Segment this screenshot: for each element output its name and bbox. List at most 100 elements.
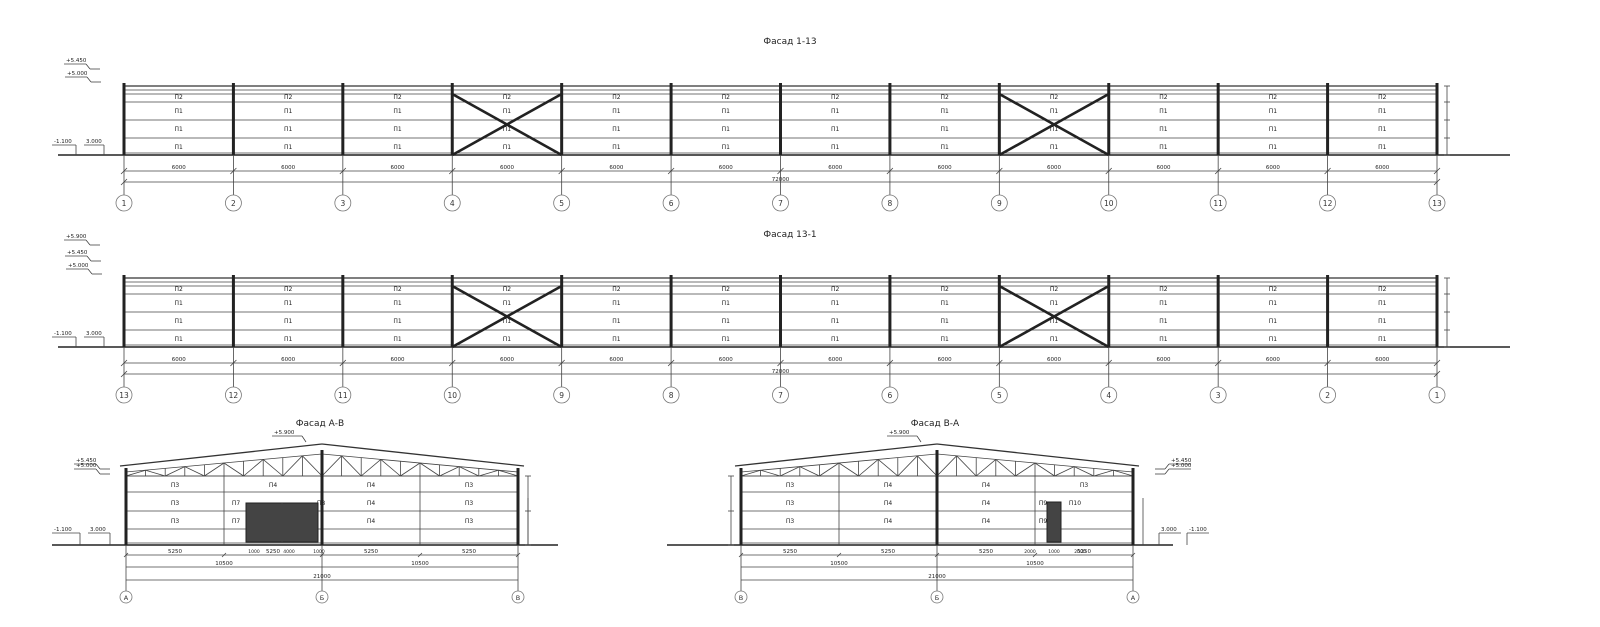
axis-bubble — [881, 194, 899, 212]
panel-label: П4 — [367, 500, 376, 507]
truss-diagonal — [819, 462, 840, 477]
level-mark: +5.900 — [889, 430, 910, 436]
level-mark: -1.100 — [54, 527, 72, 533]
truss-diagonal — [165, 466, 185, 477]
truss-diagonal — [780, 466, 800, 477]
truss-diagonal — [145, 469, 166, 477]
dim-tick — [339, 167, 347, 175]
truss-diagonal — [459, 466, 479, 477]
panel-label: П2 — [1159, 94, 1168, 101]
sub-dimension: 5250 — [168, 549, 182, 555]
panel-label: П1 — [1269, 336, 1278, 343]
dim-tick — [1214, 167, 1222, 175]
panel-label: П2 — [175, 94, 184, 101]
axis-bubble — [119, 590, 133, 604]
bay-dimension: 6000 — [828, 165, 842, 171]
panel-label: П1 — [1050, 318, 1059, 325]
axis-bubble — [1319, 386, 1336, 404]
axis-bubble — [662, 386, 680, 404]
panel-label: П1 — [284, 300, 293, 307]
bay-dimension: 6000 — [500, 357, 514, 363]
axis-bubble — [990, 194, 1008, 212]
axis-label: А — [124, 594, 129, 602]
truss-diagonal — [1074, 466, 1094, 477]
panel-label: П1 — [1159, 336, 1168, 343]
axis-label: В — [516, 594, 520, 602]
panel-label: П1 — [1378, 108, 1387, 115]
panel-label: П1 — [1378, 318, 1387, 325]
panel-label: П1 — [1269, 300, 1278, 307]
panel-label: П9 — [1039, 518, 1048, 525]
panel-label: П1 — [1378, 126, 1387, 133]
axis-label: 2 — [231, 199, 236, 208]
truss-diagonal — [740, 469, 761, 477]
panel-label: П4 — [884, 518, 893, 525]
panel-label: П1 — [1159, 108, 1168, 115]
dim-tick — [1433, 359, 1441, 367]
truss-diagonal — [1093, 469, 1114, 477]
dim-tick — [1324, 167, 1331, 175]
dim-tick — [417, 552, 423, 558]
truss-diagonal — [877, 459, 899, 477]
bay-dimension: 6000 — [1156, 357, 1170, 363]
truss-diagonal — [1113, 469, 1134, 477]
level-mark: +5.450 — [1171, 458, 1192, 464]
truss-diagonal — [799, 466, 820, 477]
panel-label: П3 — [465, 482, 474, 489]
axis-bubble — [1428, 386, 1446, 404]
panel-label: П2 — [1378, 94, 1387, 101]
door-dimension: 2000 — [1074, 549, 1086, 555]
panel-label: П1 — [175, 144, 184, 151]
level-mark: +5.900 — [274, 430, 295, 436]
axis-bubble — [315, 590, 329, 604]
panel-label: П1 — [1269, 318, 1278, 325]
roof-chord — [936, 443, 1140, 467]
panel-label: П1 — [940, 108, 949, 115]
panel-label: П1 — [175, 300, 184, 307]
panel-label: П1 — [722, 318, 731, 325]
bay-dimension: 6000 — [1266, 357, 1280, 363]
level-mark: -1.100 — [54, 139, 72, 145]
panel-label: П1 — [503, 336, 512, 343]
panel-label: П2 — [722, 286, 731, 293]
half-dimension: 10500 — [411, 561, 429, 567]
axis-bubble — [115, 386, 133, 404]
axis-bubble — [930, 590, 944, 604]
panel-label: П1 — [722, 144, 731, 151]
panel-label: П7 — [232, 500, 241, 507]
panel-label: П1 — [940, 300, 949, 307]
roof-chord — [734, 443, 938, 467]
half-dimension: 10500 — [830, 561, 848, 567]
bay-dimension: 6000 — [938, 165, 952, 171]
axis-label: 5 — [559, 199, 564, 208]
truss-diagonal — [936, 455, 957, 477]
panel-label: П1 — [831, 108, 840, 115]
panel-label: П4 — [982, 518, 991, 525]
panel-label: П4 — [367, 518, 376, 525]
axis-label: 3 — [1216, 391, 1221, 400]
sub-dimension: 5250 — [1077, 549, 1091, 555]
dim-tick — [221, 552, 227, 558]
panel-label: П2 — [612, 94, 621, 101]
door-dimension: 4000 — [283, 549, 295, 555]
brace-diagonal — [451, 92, 563, 157]
truss-diagonal — [223, 462, 244, 477]
panel-label: П1 — [1269, 144, 1278, 151]
axis-label: 9 — [997, 199, 1002, 208]
panel-label: П3 — [171, 482, 180, 489]
level-mark: +5.000 — [1171, 463, 1192, 469]
dim-tick — [120, 370, 128, 378]
axis-bubble — [772, 194, 789, 212]
truss-diagonal — [956, 455, 977, 477]
panel-label: П1 — [612, 336, 621, 343]
panel-label: П1 — [393, 300, 402, 307]
panel-label: П4 — [884, 500, 893, 507]
axis-bubble — [881, 386, 899, 404]
bay-dimension: 6000 — [500, 165, 514, 171]
truss-diagonal — [282, 455, 303, 477]
truss-diagonal — [995, 459, 1016, 477]
dim-tick — [230, 359, 237, 367]
axis-bubble — [553, 386, 571, 404]
